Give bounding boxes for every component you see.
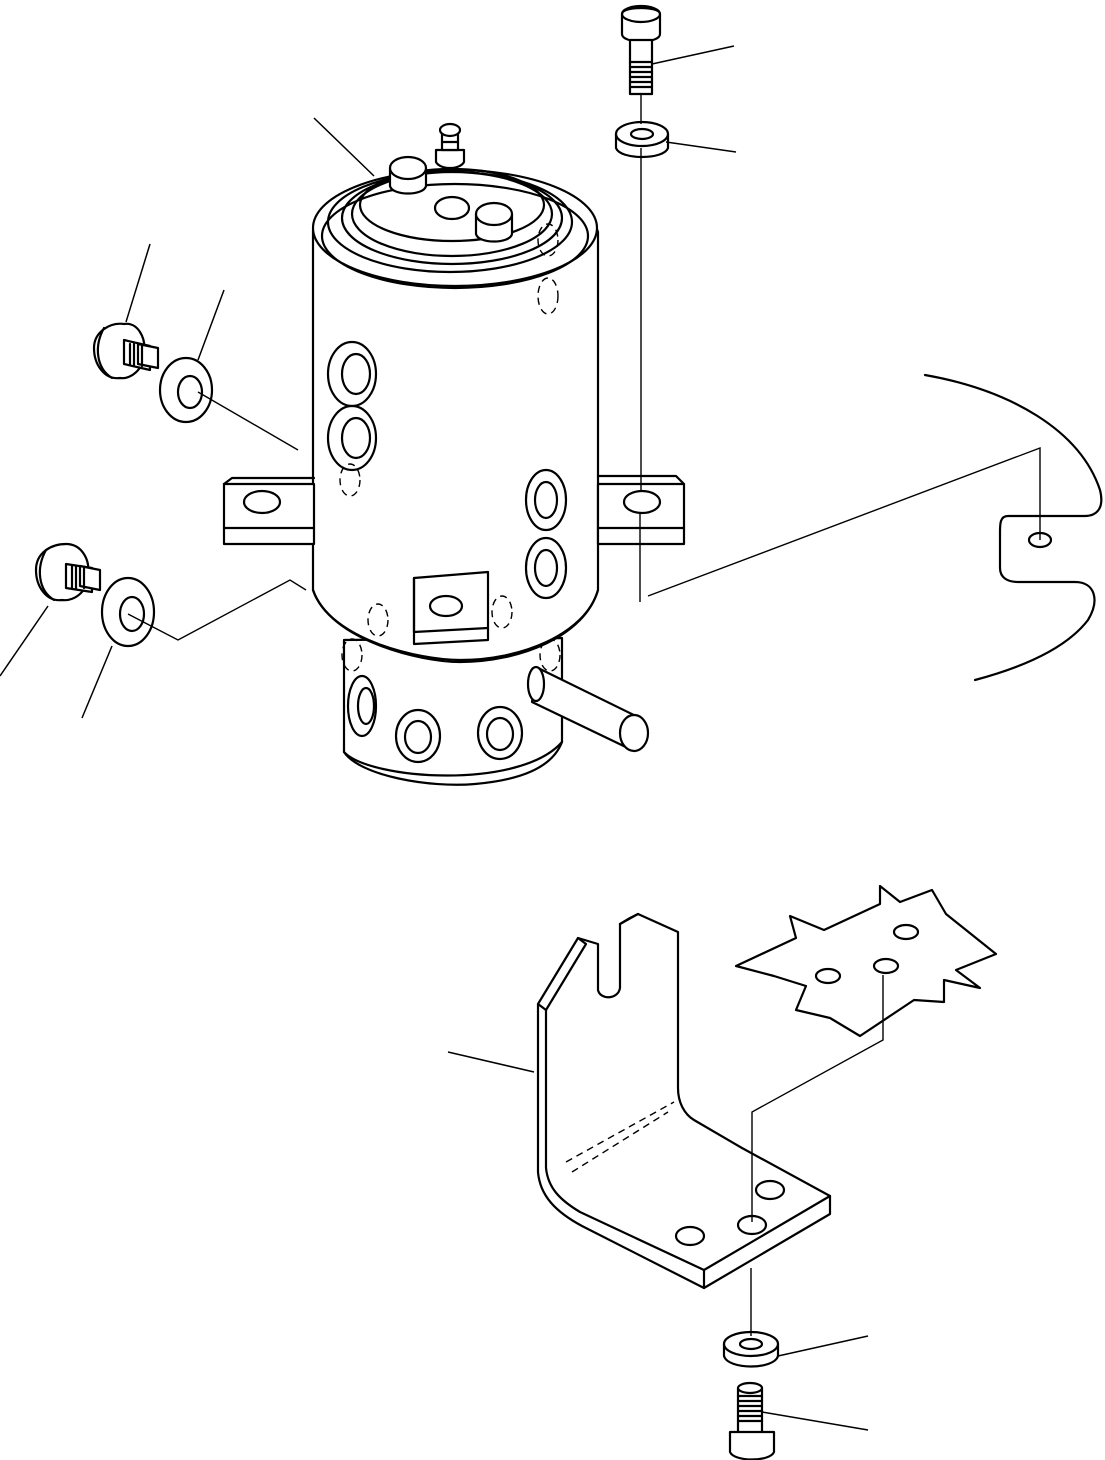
bolt-top xyxy=(620,4,662,96)
side-port-4 xyxy=(524,536,568,600)
side-port-2 xyxy=(326,404,378,472)
lower-port-2 xyxy=(394,708,442,764)
stopper-block xyxy=(412,570,490,646)
top-plug-left xyxy=(388,155,428,195)
side-port-1 xyxy=(326,340,378,408)
top-plug-right xyxy=(474,201,514,243)
lower-port-3 xyxy=(476,705,524,761)
stopper-pin xyxy=(526,665,650,753)
mounting-lug-left xyxy=(222,476,316,546)
frame-plate-breakout xyxy=(734,884,998,1038)
assembly-lines xyxy=(127,94,1041,1336)
mounting-lug-right xyxy=(596,474,686,546)
o-ring-upper xyxy=(158,356,214,424)
leader-lines xyxy=(0,45,869,1431)
bolt-bottom xyxy=(728,1381,776,1460)
bracket-hole-1 xyxy=(674,1225,706,1247)
stopper-bracket xyxy=(536,912,832,1290)
plug-upper xyxy=(92,322,160,380)
o-ring-lower xyxy=(100,576,156,648)
bracket-hole-3 xyxy=(754,1179,786,1201)
plug-lower xyxy=(34,542,102,602)
top-port-hole xyxy=(433,195,471,221)
washer-top xyxy=(614,120,670,158)
swivel-joint-assembly xyxy=(222,122,686,786)
revolving-frame-outline xyxy=(923,373,1103,682)
lower-port-1 xyxy=(346,674,378,738)
side-port-3 xyxy=(524,468,568,532)
washer-bottom xyxy=(722,1330,780,1368)
grease-fitting xyxy=(434,122,466,170)
